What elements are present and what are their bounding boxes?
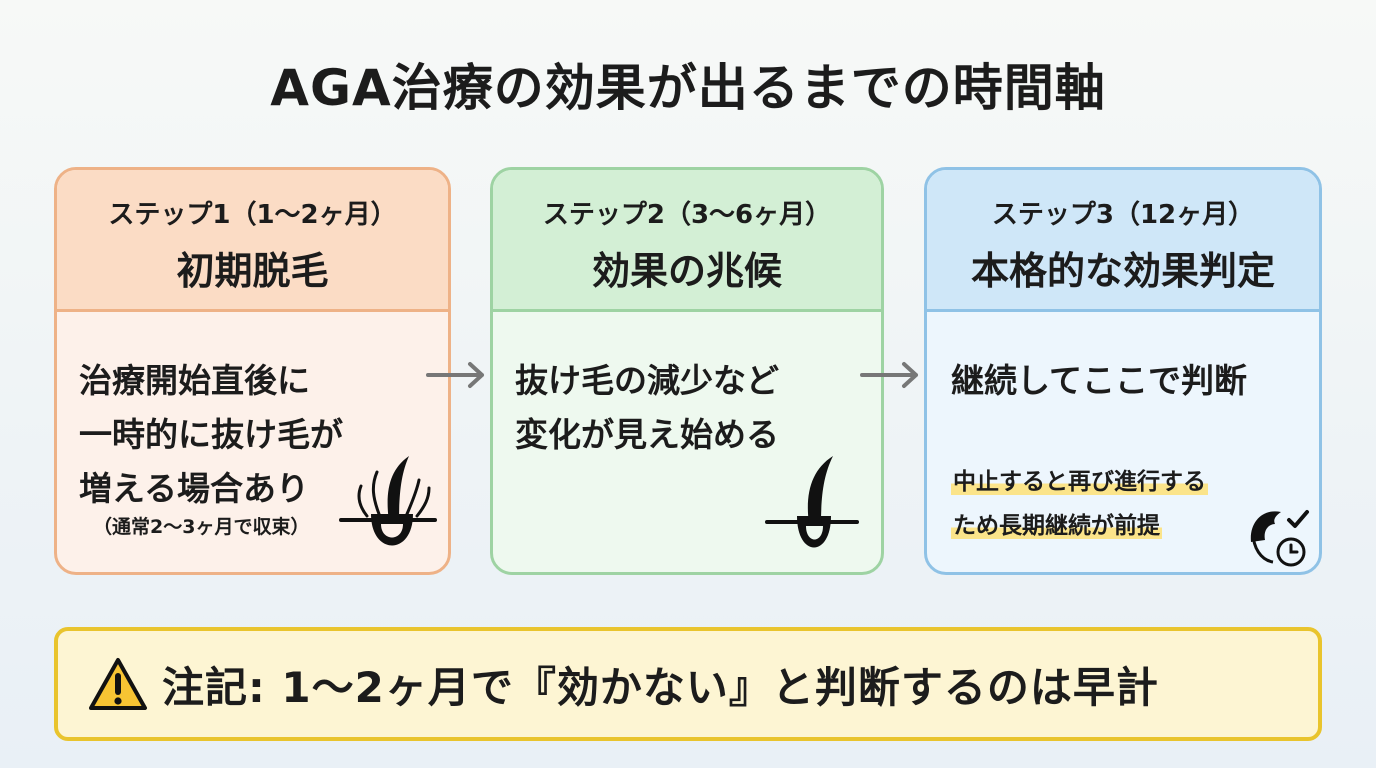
step-body-2: 抜け毛の減少など 変化が見え始める xyxy=(493,312,881,572)
arrow-right-icon xyxy=(860,362,918,388)
step-desc-3: 継続してここで判断 xyxy=(951,354,1247,408)
step-card-3: ステップ3（12ヶ月） 本格的な効果判定 継続してここで判断 中止すると再び進行… xyxy=(924,167,1322,575)
desc-line: 一時的に抜け毛が xyxy=(79,415,343,454)
footer-note-text: 注記: 1〜2ヶ月で『効かない』と判断するのは早計 xyxy=(162,662,1159,712)
step-warning-3: 中止すると再び進行する ため長期継続が前提 xyxy=(951,460,1208,548)
desc-line: 抜け毛の減少など xyxy=(515,361,779,400)
step-header-3: ステップ3（12ヶ月） 本格的な効果判定 xyxy=(927,170,1319,312)
step-name-3: 本格的な効果判定 xyxy=(970,249,1275,293)
single-hair-icon xyxy=(765,456,859,548)
warning-icon xyxy=(89,658,147,710)
step-header-1: ステップ1（1〜2ヶ月） 初期脱毛 xyxy=(57,170,448,312)
arrow-right-icon xyxy=(426,362,484,388)
step-name-2: 効果の兆候 xyxy=(591,249,782,293)
step-note-1: （通常2〜3ヶ月で収束） xyxy=(93,516,310,538)
step-name-1: 初期脱毛 xyxy=(176,249,329,293)
hair-clock-check-icon xyxy=(1250,510,1309,567)
desc-line: 継続してここで判断 xyxy=(951,361,1248,400)
step-desc-2: 抜け毛の減少など 変化が見え始める xyxy=(515,354,779,462)
desc-line: 治療開始直後に xyxy=(79,361,310,400)
hair-shedding-icon xyxy=(339,456,437,546)
desc-line: 増える場合あり xyxy=(79,469,310,508)
step-card-1: ステップ1（1〜2ヶ月） 初期脱毛 治療開始直後に 一時的に抜け毛が 増える場合… xyxy=(54,167,451,575)
step-label-2: ステップ2（3〜6ヶ月） xyxy=(542,200,832,230)
step-card-2: ステップ2（3〜6ヶ月） 効果の兆候 抜け毛の減少など 変化が見え始める xyxy=(490,167,884,575)
page-title: AGA治療の効果が出るまでの時間軸 xyxy=(270,59,1106,117)
desc-line: 変化が見え始める xyxy=(515,415,779,454)
step-header-2: ステップ2（3〜6ヶ月） 効果の兆候 xyxy=(493,170,881,312)
step-label-1: ステップ1（1〜2ヶ月） xyxy=(108,200,397,230)
step-body-1: 治療開始直後に 一時的に抜け毛が 増える場合あり （通常2〜3ヶ月で収束） xyxy=(57,312,448,572)
warning-line: ため長期継続が前提 xyxy=(951,513,1162,539)
warning-line: 中止すると再び進行する xyxy=(951,469,1208,495)
step-label-3: ステップ3（12ヶ月） xyxy=(991,200,1255,230)
footer-note: 注記: 1〜2ヶ月で『効かない』と判断するのは早計 xyxy=(54,627,1322,741)
step-desc-1: 治療開始直後に 一時的に抜け毛が 増える場合あり xyxy=(79,354,343,516)
step-body-3: 継続してここで判断 中止すると再び進行する ため長期継続が前提 xyxy=(927,312,1319,572)
